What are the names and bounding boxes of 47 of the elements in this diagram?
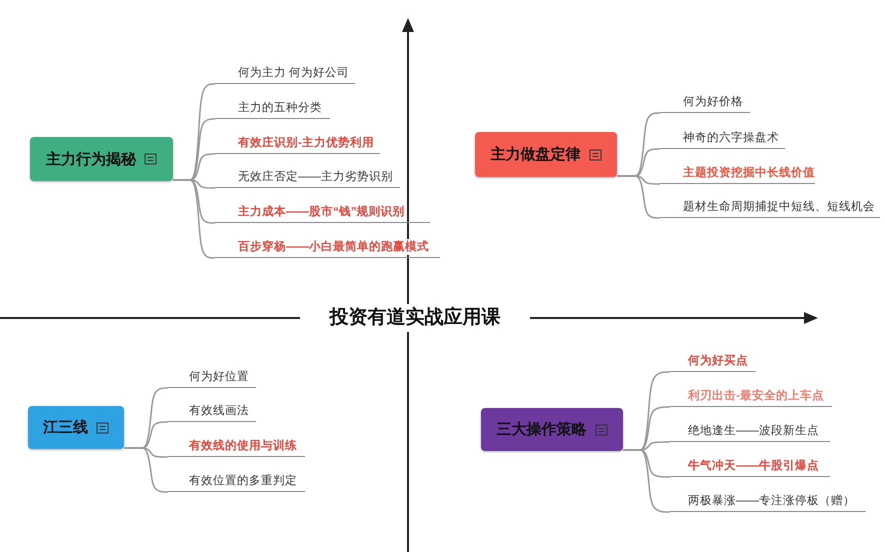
branch-topic [660,198,880,218]
branch-line [617,175,660,219]
branch-line [623,449,670,513]
topic-label: 主力行为揭秘 [46,150,136,168]
branch-topic [660,164,815,184]
branch-topic [215,168,400,188]
branch-label: 有效位置的多重判定 [188,473,298,489]
branch-label: 何为好价格 [682,94,744,110]
branch-label: 有效线画法 [188,403,250,419]
branch-topic [670,387,832,407]
branch-label: 神奇的六字操盘术 [682,130,780,146]
branch-label: 有效庄识别-主力优势利用 [237,135,375,151]
branch-label: 牛气冲天——牛股引爆点 [687,458,820,474]
branch-topic [168,402,256,422]
topic-label: 主力做盘定律 [490,145,580,164]
branch-label: 绝地逢生——波段新生点 [687,423,820,439]
branch-topic [660,93,750,113]
branch-label: 主题投资挖掘中长线价值 [682,165,816,181]
branch-topic [215,238,440,258]
branch-topic [660,129,785,149]
branch-label: 题材生命周期捕捉中短线、短线机会 [682,199,876,215]
branch-label: 何为好买点 [687,353,749,369]
branch-label: 主力成本——股市“钱”规则识别 [237,204,406,220]
branch-topic [215,203,430,223]
branch-label: 何为好位置 [188,369,250,385]
topic-box [28,406,124,449]
branch-topic [670,422,830,442]
topic-label: 江三线 [43,418,88,437]
branch-topic [215,134,380,154]
topic-box [475,132,617,177]
topic-box [481,408,623,451]
branch-label: 有效线的使用与训练 [188,438,298,454]
branch-topic [168,472,305,492]
branch-topic [168,437,305,457]
branch-topic [670,457,830,477]
branch-topic [670,352,756,372]
topic-label: 三大操作策略 [496,420,586,439]
branch-label: 利刃出击-最安全的上车点 [687,388,825,404]
title: 投资有道实战应用课 [300,304,530,332]
branch-line [124,447,168,493]
branch-label: 无效庄否定——主力劣势识别 [237,169,394,185]
branch-topic [215,64,355,84]
branch-topic [670,492,866,512]
branch-topic [168,368,256,388]
branch-topic [215,99,330,119]
topic-box [30,137,173,181]
branch-label: 百步穿杨——小白最简单的跑赢模式 [237,239,430,255]
